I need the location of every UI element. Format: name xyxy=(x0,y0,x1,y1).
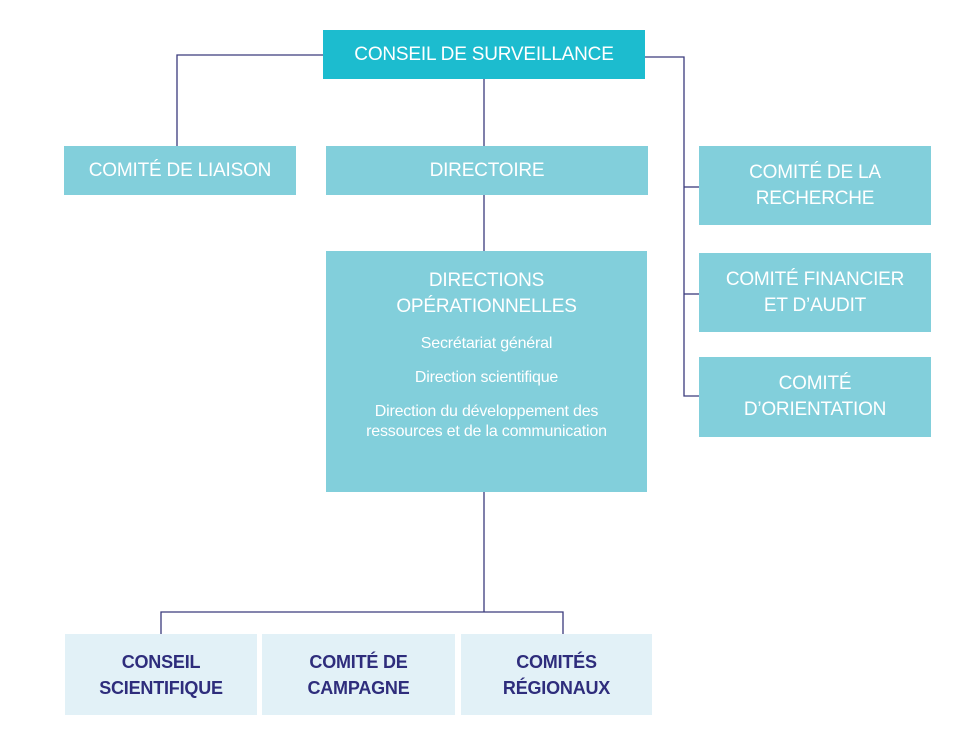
comite-recherche-line-1: COMITÉ DE LA xyxy=(749,161,881,183)
conseil-scientifique-line-1: CONSEIL xyxy=(121,651,201,672)
connector-bottom-bar xyxy=(160,611,564,634)
comites-regionaux-line-2: RÉGIONAUX xyxy=(502,677,611,698)
connector-liaison xyxy=(176,54,323,146)
comite-recherche-line-2: RECHERCHE xyxy=(755,187,875,209)
comite-campagne-line-1: COMITÉ DE xyxy=(309,651,408,672)
comite-campagne-box: COMITÉ DE CAMPAGNE xyxy=(262,634,455,715)
comite-campagne-line-2: CAMPAGNE xyxy=(307,677,410,698)
comite-liaison-label: COMITÉ DE LIAISON xyxy=(88,159,272,181)
directions-item-scientifique: Direction scientifique xyxy=(414,369,559,386)
comite-financier-line-2: ET D’AUDIT xyxy=(763,294,867,316)
comite-liaison-box: COMITÉ DE LIAISON xyxy=(64,146,296,195)
directions-items: Secrétariat général Direction scientifiq… xyxy=(352,328,622,442)
directions-item-developpement: Direction du développement des ressource… xyxy=(366,403,607,440)
directions-title-line-2: OPÉRATIONNELLES xyxy=(396,296,577,317)
comite-financier-box: COMITÉ FINANCIER ET D’AUDIT xyxy=(699,253,931,332)
conseil-surveillance-box: CONSEIL DE SURVEILLANCE xyxy=(323,30,645,79)
conseil-scientifique-line-2: SCIENTIFIQUE xyxy=(99,677,223,698)
directions-item-secretariat: Secrétariat général xyxy=(420,335,553,352)
comite-financier-line-1: COMITÉ FINANCIER xyxy=(725,268,905,290)
directions-title-line-1: DIRECTIONS xyxy=(428,270,545,291)
directions-operationnelles-box: DIRECTIONS OPÉRATIONNELLES Secrétariat g… xyxy=(326,251,647,492)
comite-orientation-box: COMITÉ D’ORIENTATION xyxy=(699,357,931,437)
directoire-label: DIRECTOIRE xyxy=(429,159,545,181)
conseil-scientifique-box: CONSEIL SCIENTIFIQUE xyxy=(65,634,257,715)
comite-orientation-line-1: COMITÉ xyxy=(778,373,852,394)
conseil-surveillance-label: CONSEIL DE SURVEILLANCE xyxy=(354,43,614,65)
connector-right-trunk xyxy=(645,56,699,397)
directoire-box: DIRECTOIRE xyxy=(326,146,648,195)
comites-regionaux-box: COMITÉS RÉGIONAUX xyxy=(461,634,652,715)
comite-orientation-line-2: D’ORIENTATION xyxy=(743,399,887,420)
comite-recherche-box: COMITÉ DE LA RECHERCHE xyxy=(699,146,931,225)
comites-regionaux-line-1: COMITÉS xyxy=(516,651,597,672)
